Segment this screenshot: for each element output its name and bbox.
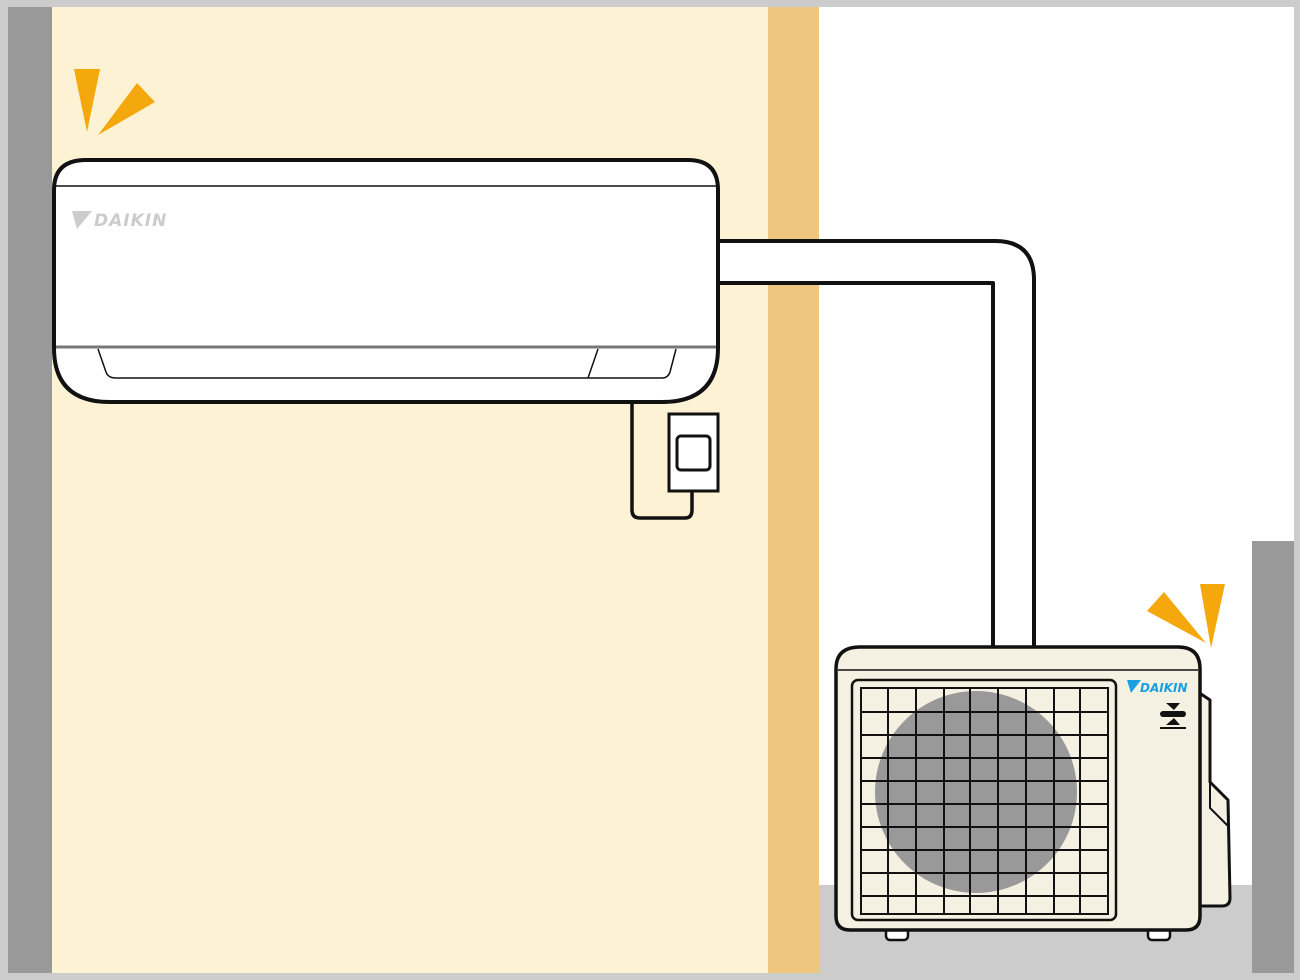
outdoor-fan-grille bbox=[861, 688, 1108, 914]
refrigerant-pipe bbox=[698, 239, 1036, 662]
outdoor-side-panel bbox=[1196, 690, 1232, 908]
outdoor-unit: DAIKIN bbox=[834, 645, 1232, 942]
daikin-logo-icon bbox=[72, 211, 92, 229]
outdoor-attention-indicator-icon bbox=[1147, 584, 1225, 648]
refrigerant-badge-icon bbox=[1160, 703, 1186, 729]
right-wall-edge bbox=[1252, 541, 1294, 973]
power-outlet-assembly bbox=[630, 398, 720, 520]
indoor-attention-indicator-icon bbox=[74, 69, 155, 135]
indoor-flap-divider bbox=[587, 348, 599, 379]
indoor-brand-label: DAIKIN bbox=[94, 211, 167, 231]
outdoor-grille-inner-border bbox=[860, 687, 1109, 915]
indoor-unit: DAIKIN bbox=[52, 158, 720, 404]
indoor-unit-body bbox=[52, 158, 720, 404]
interior-wall bbox=[52, 7, 768, 973]
outdoor-fan-disk bbox=[875, 691, 1077, 893]
power-cable bbox=[630, 398, 694, 520]
outlet-plug bbox=[675, 434, 712, 472]
outdoor-daikin-logo-icon bbox=[1127, 680, 1141, 693]
left-wall-edge bbox=[8, 7, 52, 973]
wall-pillar bbox=[768, 7, 819, 973]
indoor-air-flap bbox=[97, 348, 677, 379]
outdoor-brand-label: DAIKIN bbox=[1140, 681, 1188, 695]
outdoor-side-vent bbox=[1209, 782, 1229, 827]
